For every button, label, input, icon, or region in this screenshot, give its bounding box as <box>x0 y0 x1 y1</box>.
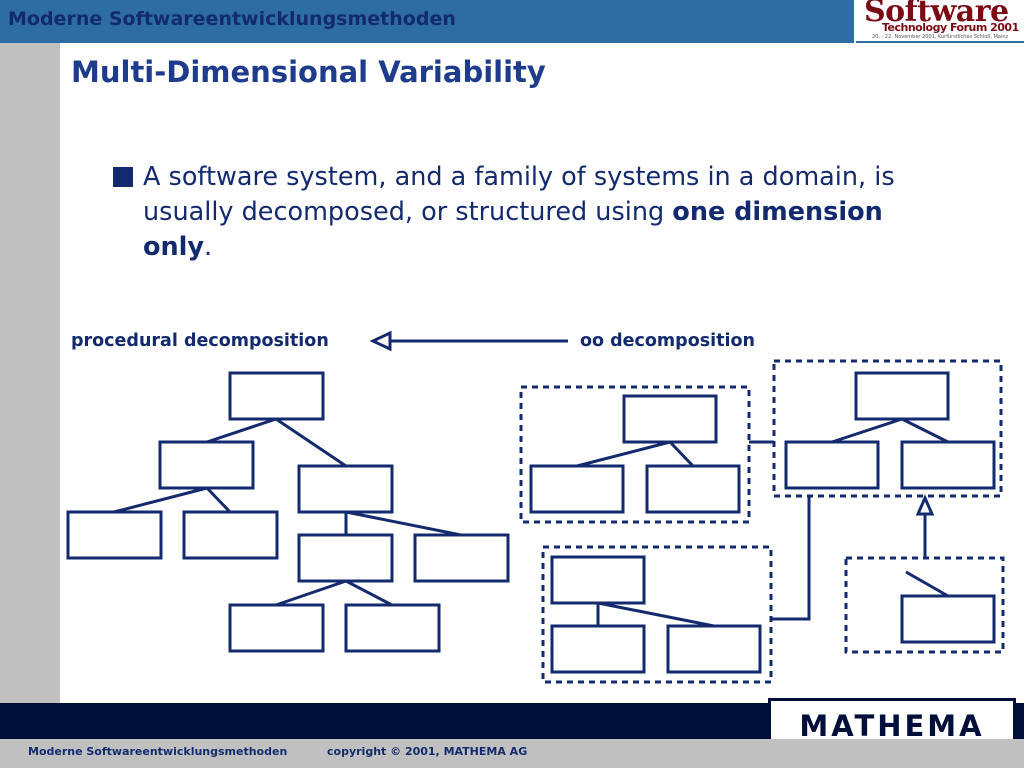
class-edge <box>597 601 715 628</box>
module-box <box>344 603 441 653</box>
module-box <box>297 533 394 583</box>
left-gray-strip <box>0 43 60 703</box>
footer-copyright: copyright © 2001, MATHEMA AG <box>327 745 528 758</box>
tree-edge <box>345 579 393 607</box>
logo-text-forum: Technology Forum 2001 <box>882 21 1019 34</box>
class-box <box>666 624 762 674</box>
class-box <box>854 371 950 421</box>
inheritance-arrowhead-icon <box>915 494 935 516</box>
class-group <box>541 545 773 684</box>
class-box <box>645 464 741 514</box>
class-group <box>519 385 751 524</box>
mathema-logo-text: MATHEMA <box>799 709 985 743</box>
logo-text-software: Software <box>864 0 1009 29</box>
class-box <box>622 394 718 444</box>
hollow-arrowhead-icon <box>369 330 392 352</box>
class-edge <box>831 417 903 444</box>
class-group <box>844 556 1005 654</box>
class-box <box>900 594 996 644</box>
bullet-square-icon <box>113 167 133 187</box>
class-box <box>550 555 646 605</box>
class-edge <box>576 440 671 468</box>
group-connector <box>771 496 811 621</box>
tree-edge <box>275 579 347 607</box>
tree-edge <box>113 486 208 514</box>
footer-strip <box>0 739 1024 768</box>
header-bar: Moderne Softwareentwicklungsmethoden <box>0 0 854 43</box>
oo-decomposition-label: oo decomposition <box>580 331 755 351</box>
tree-edge <box>275 417 347 468</box>
class-box <box>900 440 996 490</box>
class-edge <box>905 570 949 598</box>
module-box <box>297 464 394 514</box>
class-edge <box>901 417 949 444</box>
software-forum-logo: Software Technology Forum 2001 20. - 22.… <box>856 0 1024 43</box>
logo-text-dates: 20. - 22. November 2001, Kurfürstliches … <box>872 34 1009 40</box>
bullet-text: A software system, and a family of syste… <box>143 160 943 265</box>
class-edge <box>668 440 695 468</box>
class-box <box>529 464 625 514</box>
bullet-text-period: . <box>204 232 213 262</box>
procedural-tree <box>66 371 510 653</box>
slide-title: Multi-Dimensional Variability <box>71 55 546 89</box>
tree-edge <box>345 510 462 537</box>
bullet-text-bold: one dimension only <box>143 197 883 262</box>
class-box <box>550 624 646 674</box>
tree-edge <box>206 417 277 444</box>
module-box <box>66 510 163 560</box>
module-box <box>158 440 255 490</box>
module-box <box>228 371 325 421</box>
footer-course-title: Moderne Softwareentwicklungsmethoden <box>28 745 288 758</box>
procedural-decomposition-label: procedural decomposition <box>71 331 329 351</box>
module-box <box>413 533 510 583</box>
oo-decomposition <box>519 359 1005 684</box>
bullet-text-regular: A software system, and a family of syste… <box>143 162 895 227</box>
module-box <box>182 510 279 560</box>
header-title: Moderne Softwareentwicklungsmethoden <box>8 8 456 30</box>
module-box <box>228 603 325 653</box>
tree-edge <box>205 486 232 514</box>
class-group <box>772 359 1003 498</box>
class-box <box>784 440 880 490</box>
